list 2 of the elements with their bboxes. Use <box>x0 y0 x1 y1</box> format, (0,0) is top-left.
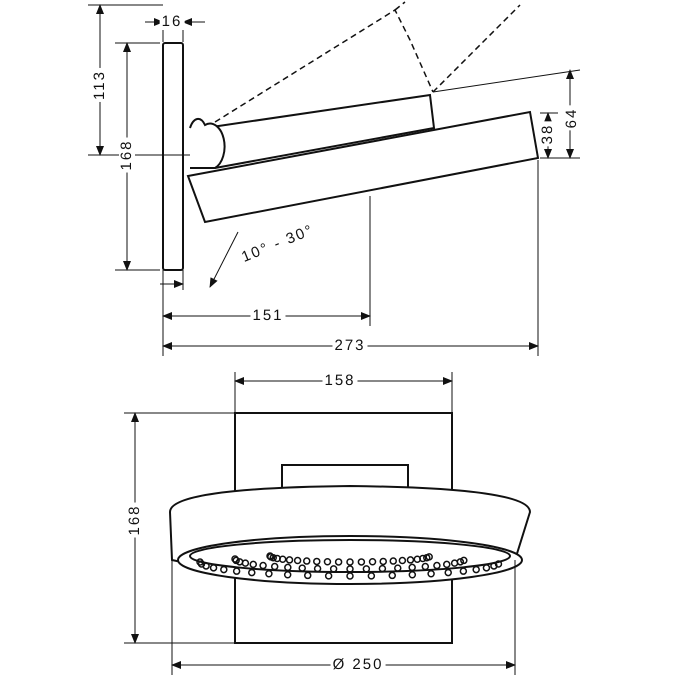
dimension-label: 16 <box>160 14 184 30</box>
dimension-label: 168 <box>119 137 135 173</box>
